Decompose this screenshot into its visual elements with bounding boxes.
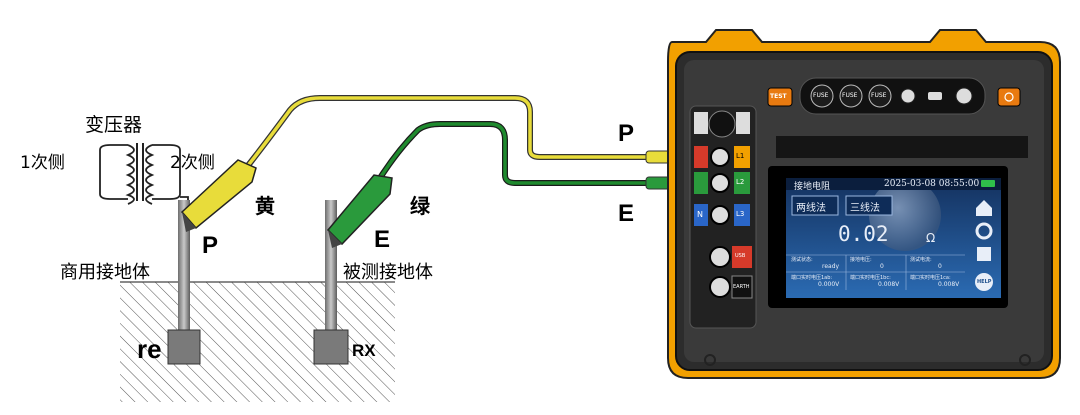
ground-area: [120, 281, 395, 402]
status-value: ready: [822, 263, 840, 270]
measured-ground-label: 被测接地体: [343, 262, 433, 283]
voltage-ca-value: 0.008V: [938, 281, 960, 288]
terminal-l1: L1: [736, 152, 745, 160]
green-wire: [377, 121, 650, 186]
tab-two-wire[interactable]: 两线法: [796, 203, 826, 214]
terminal-l2: L2: [736, 178, 745, 186]
test-current-value: 0: [938, 263, 942, 270]
commercial-ground-label: 商用接地体: [60, 262, 150, 283]
tab-three-wire[interactable]: 三线法: [850, 203, 880, 214]
re-rod-label: re: [137, 334, 162, 364]
transformer-label: 变压器: [85, 114, 143, 136]
fuse-label-1: FUSE: [813, 92, 829, 99]
yellow-lead-label: 黄: [255, 196, 275, 218]
usb-port-label: USB: [735, 253, 746, 259]
ground-voltage-value: 0: [880, 263, 884, 270]
voltage-ab-label: 端口实时电压1ab:: [791, 275, 833, 281]
voltage-ca-label: 端口实时电压1ca:: [910, 275, 951, 281]
earth-port-label: EARTH: [733, 284, 750, 290]
e-clip-label: E: [374, 226, 391, 253]
green-lead-label: 绿: [410, 196, 430, 218]
tester-device: [667, 29, 1061, 379]
p-terminal-label: P: [618, 120, 635, 147]
voltage-ab-value: 0.000V: [818, 281, 840, 288]
commercial-ground-rod: [167, 200, 201, 365]
test-current-label: 测试电流:: [910, 257, 932, 263]
transformer-symbol: [99, 143, 189, 205]
rx-rod-label: RX: [352, 341, 376, 360]
secondary-side-label: 2次侧: [170, 153, 215, 173]
status-label: 测试状态:: [791, 257, 813, 263]
voltage-bc-value: 0.008V: [878, 281, 900, 288]
terminal-l3: L3: [736, 210, 745, 218]
resistance-unit: Ω: [926, 231, 936, 245]
p-clip-label: P: [202, 232, 219, 259]
fuse-label-2: FUSE: [842, 92, 858, 99]
help-button[interactable]: HELP: [977, 279, 992, 285]
test-button[interactable]: TEST: [770, 93, 787, 100]
resistance-reading: 0.02: [838, 222, 889, 246]
primary-side-label: 1次侧: [20, 153, 65, 173]
e-terminal-label: E: [618, 200, 635, 227]
fuse-label-3: FUSE: [871, 92, 887, 99]
ground-voltage-label: 接地电压:: [850, 257, 872, 263]
green-clip: [326, 174, 393, 248]
voltage-bc-label: 端口实时电压1bc:: [850, 275, 891, 281]
terminal-n: N: [697, 210, 703, 219]
yellow-clip: [180, 159, 257, 232]
screen-title: 接地电阻: [794, 182, 831, 192]
screen-datetime: 2025-03-08 08:55:00: [884, 179, 980, 189]
